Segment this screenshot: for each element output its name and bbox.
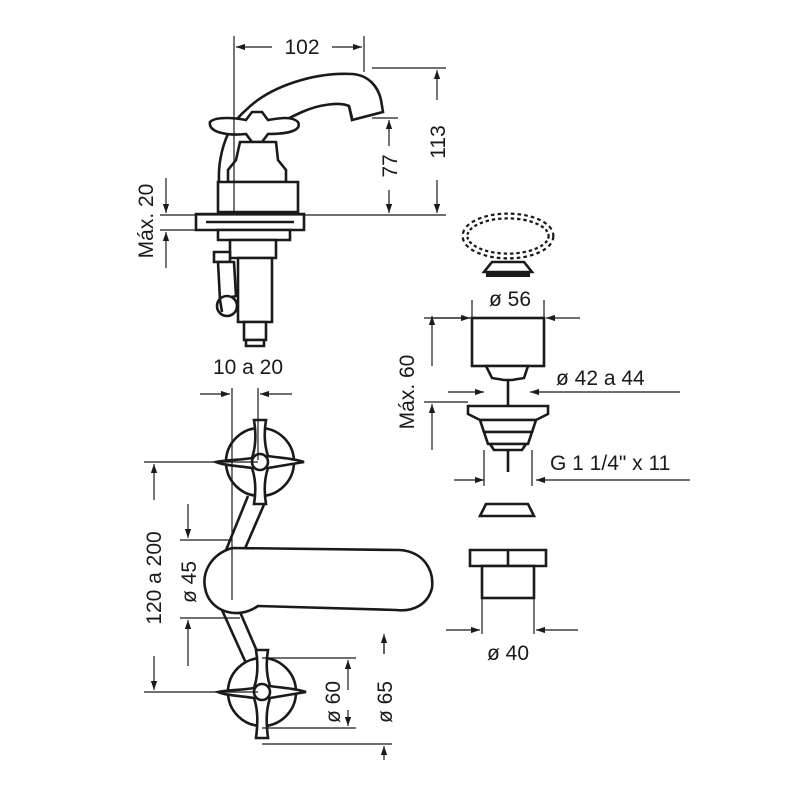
waste-max-thickness-label: Máx. 60 xyxy=(396,355,419,430)
plug-diameter-label: ø 56 xyxy=(489,288,531,311)
waste-assembly xyxy=(466,316,550,600)
rosette-outer-label: ø 65 xyxy=(374,681,397,723)
waste-dimension-lines xyxy=(424,300,690,634)
waste-flange-label: ø 42 a 44 xyxy=(556,367,645,390)
max-deck-thickness-label: Máx. 20 xyxy=(135,184,158,259)
total-height-label: 113 xyxy=(427,125,450,158)
handle-offset-label: 10 a 20 xyxy=(213,356,283,379)
spout-height-label: 77 xyxy=(379,154,402,177)
side-view-dimension-lines xyxy=(160,36,446,268)
faucet-top-view xyxy=(203,418,434,740)
spout-reach-label: 102 xyxy=(284,36,319,59)
nut-diameter-label: ø 40 xyxy=(487,642,529,665)
center-distance-label: 120 a 200 xyxy=(143,531,166,624)
body-diameter-label: ø 45 xyxy=(178,561,201,603)
plug-and-chain xyxy=(461,212,555,277)
rosette-inner-label: ø 60 xyxy=(322,681,345,723)
waste-thread-label: G 1 1/4" x 11 xyxy=(550,452,670,475)
faucet-side-view xyxy=(194,72,385,348)
top-view-dimension-lines xyxy=(144,388,392,760)
